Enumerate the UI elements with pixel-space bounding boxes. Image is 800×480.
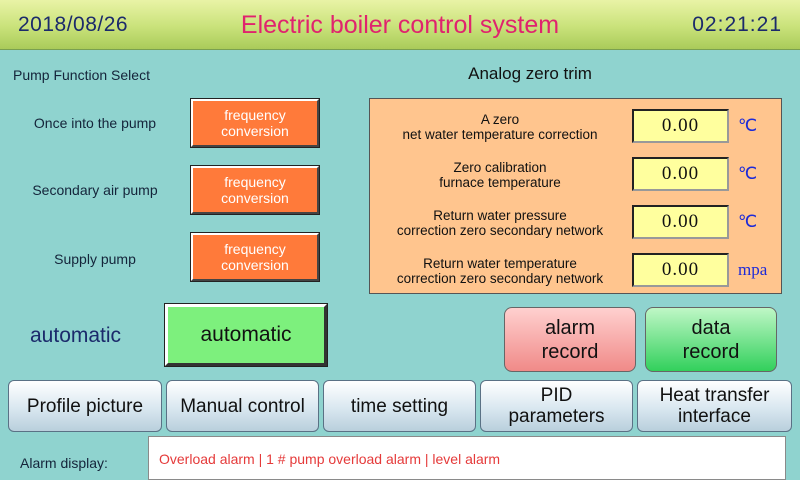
button-label-line2: interface — [678, 406, 751, 427]
header-time: 02:21:21 — [692, 13, 782, 36]
trim-label-line2: net water temperature correction — [402, 127, 598, 142]
trim-row-net-water-temp: A zero net water temperature correction … — [370, 105, 783, 147]
alarm-display-box: Overload alarm | 1 # pump overload alarm… — [148, 436, 786, 480]
trim-row-furnace-temp: Zero calibration furnace temperature 0.0… — [370, 153, 783, 195]
alarm-display-label: Alarm display: — [20, 455, 108, 471]
unit-label: mpa — [738, 260, 768, 279]
button-label-line1: Heat transfer — [659, 385, 770, 406]
button-label: PID parameters — [508, 385, 604, 427]
button-label: frequency conversion — [221, 174, 289, 206]
nav-heat-transfer-interface-button[interactable]: Heat transfer interface — [637, 380, 792, 432]
unit-label: ℃ — [738, 164, 758, 183]
unit-label: ℃ — [738, 212, 758, 231]
button-label-line2: record — [541, 340, 599, 363]
trim-label: Zero calibration furnace temperature — [372, 160, 628, 190]
button-label-line1: data — [691, 316, 731, 339]
trim-label-line1: Zero calibration — [453, 160, 547, 175]
nav-manual-control-button[interactable]: Manual control — [166, 380, 319, 432]
button-label: time setting — [350, 395, 449, 417]
button-label-line2: record — [682, 340, 740, 363]
supply-pump-mode-button[interactable]: frequency conversion — [190, 232, 320, 282]
trim-label-line2: correction zero secondary network — [396, 223, 604, 238]
analog-section-title: Analog zero trim — [468, 64, 592, 83]
trim-row-return-temp: Return water temperature correction zero… — [370, 249, 783, 291]
once-into-pump-mode-button[interactable]: frequency conversion — [190, 98, 320, 148]
button-label: alarm record — [542, 316, 599, 364]
trim-label: A zero net water temperature correction — [372, 112, 628, 142]
button-label-line1: PID — [540, 385, 573, 406]
trim-label-line1: Return water temperature — [423, 256, 577, 271]
furnace-temp-calibration-input[interactable]: 0.00 — [632, 157, 729, 191]
trim-label-line1: A zero — [480, 112, 520, 127]
data-record-button[interactable]: data record — [645, 307, 777, 372]
nav-time-setting-button[interactable]: time setting — [323, 380, 476, 432]
button-label-line1: alarm — [544, 316, 595, 339]
pump-label-supply: Supply pump — [54, 251, 136, 267]
trim-label: Return water pressure correction zero se… — [372, 208, 628, 238]
trim-label-line2: correction zero secondary network — [396, 271, 604, 286]
button-label: Manual control — [180, 395, 305, 417]
button-label: frequency conversion — [221, 241, 289, 273]
analog-zero-trim-panel: A zero net water temperature correction … — [369, 98, 782, 294]
header-date: 2018/08/26 — [18, 13, 129, 36]
button-label: automatic — [200, 323, 292, 346]
alarm-record-button[interactable]: alarm record — [504, 307, 636, 372]
automatic-mode-button[interactable]: automatic — [164, 303, 328, 367]
nav-profile-picture-button[interactable]: Profile picture — [8, 380, 162, 432]
header-bar: 2018/08/26 Electric boiler control syste… — [0, 0, 800, 50]
mode-status-label: automatic — [30, 324, 122, 347]
nav-pid-parameters-button[interactable]: PID parameters — [480, 380, 633, 432]
alarm-message: Overload alarm | 1 # pump overload alarm… — [159, 451, 501, 467]
pump-label-once-into: Once into the pump — [33, 115, 157, 131]
button-label-line2: parameters — [508, 406, 605, 427]
button-label: frequency conversion — [221, 107, 289, 139]
trim-label-line1: Return water pressure — [433, 208, 567, 223]
pump-label-secondary-air: Secondary air pump — [32, 182, 158, 198]
pump-section-title: Pump Function Select — [13, 67, 150, 83]
trim-row-return-pressure: Return water pressure correction zero se… — [370, 201, 783, 243]
button-label: Profile picture — [26, 395, 144, 417]
secondary-air-pump-mode-button[interactable]: frequency conversion — [190, 165, 320, 215]
button-label: Heat transfer interface — [660, 385, 770, 427]
return-water-pressure-correction-input[interactable]: 0.00 — [632, 205, 729, 239]
trim-label-line2: furnace temperature — [439, 175, 561, 190]
net-water-temp-correction-input[interactable]: 0.00 — [632, 109, 729, 143]
button-label: data record — [683, 316, 740, 364]
return-water-temp-correction-input[interactable]: 0.00 — [632, 253, 729, 287]
unit-label: ℃ — [738, 116, 758, 135]
page-title: Electric boiler control system — [240, 11, 560, 39]
trim-label: Return water temperature correction zero… — [372, 256, 628, 286]
